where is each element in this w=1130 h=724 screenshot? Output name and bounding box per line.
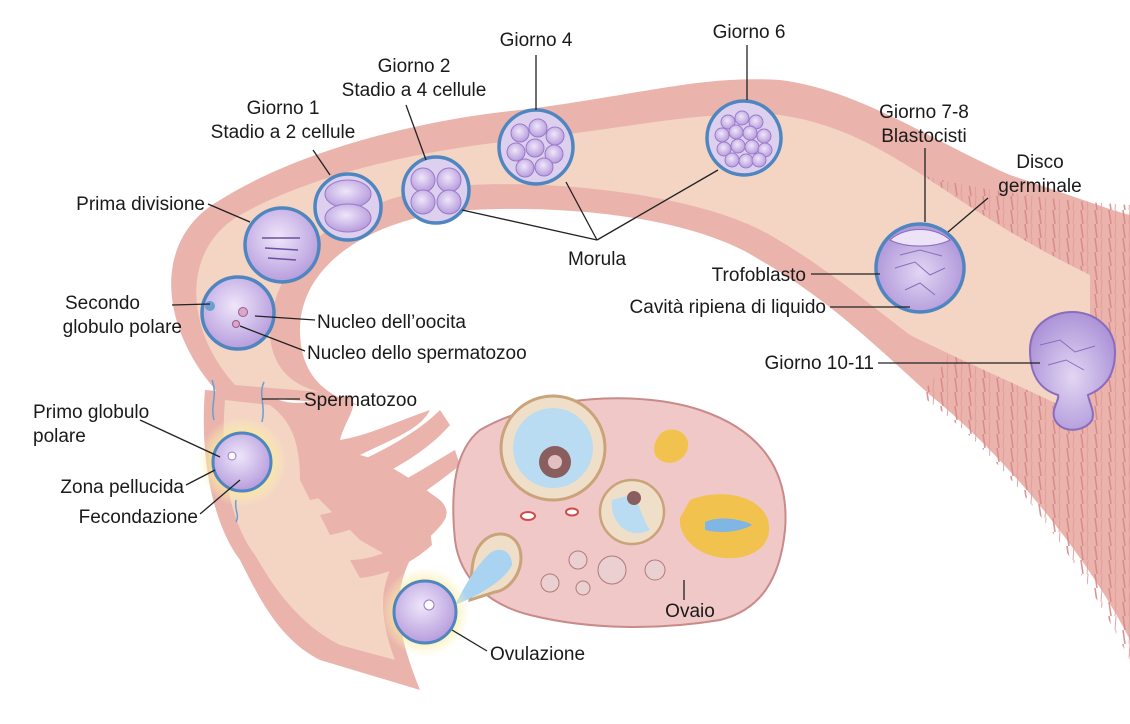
labels: Giorno 1 Stadio a 2 cellule Giorno 2 Sta… [33, 22, 1082, 665]
four-cell-b4 [436, 189, 462, 215]
label-fecondazione: Fecondazione [79, 507, 198, 528]
small-follicle-5 [575, 580, 591, 596]
label-disco1: Disco [1016, 152, 1064, 173]
label-stadio2: Stadio a 2 cellule [211, 122, 356, 143]
implanting-blastocyst [1028, 310, 1117, 431]
small-follicle-1 [540, 573, 560, 593]
leader-lines [139, 45, 1040, 652]
small-follicle-2 [568, 550, 588, 570]
label-cavita: Cavità ripiena di liquido [630, 297, 826, 318]
label-secondo1: Secondo [65, 293, 140, 314]
ovulated-oocyte [392, 579, 458, 645]
secondary-antrum [611, 495, 650, 534]
blastocyst [874, 222, 966, 314]
four-cell-zona [401, 155, 471, 225]
secondary-oocyte [627, 491, 641, 505]
pronucleus-sperm [232, 320, 240, 328]
label-disco2: germinale [998, 176, 1081, 197]
vessel-1 [520, 511, 536, 521]
sperm-tail-1 [211, 379, 216, 421]
label-nucleo-oocita: Nucleo dell’oocita [317, 312, 466, 333]
fertilized-nucleus [227, 451, 237, 461]
label-giorno1: Giorno 1 [247, 98, 320, 119]
inner-cell-mass [889, 229, 951, 247]
morula-day6-cells [714, 110, 773, 169]
corpus-albicans [654, 429, 689, 463]
sperm-tail-3 [234, 499, 239, 523]
first-division-cell [243, 206, 321, 284]
fertilized-oocyte [211, 431, 273, 493]
four-cell-b3 [410, 189, 436, 215]
fimbria-finger-1 [300, 410, 450, 500]
blastomere-2 [324, 203, 372, 233]
small-follicle-3 [597, 555, 627, 585]
second-polar-body [205, 301, 215, 311]
label-ovaio: Ovaio [665, 601, 715, 622]
corpus-luteum-core [705, 518, 752, 533]
label-prima-divisione: Prima divisione [76, 194, 205, 215]
zygote-pronuclei [200, 275, 276, 351]
sperm-tail-2 [260, 381, 265, 423]
fimbria-finger-2 [320, 450, 460, 535]
label-giorno6: Giorno 6 [713, 22, 786, 43]
spindle [262, 237, 300, 261]
implant-lines [1039, 339, 1096, 371]
pronucleus-oocyte [238, 307, 248, 317]
label-secondo2: globulo polare [63, 317, 182, 338]
blastocyst-cavity-lines [894, 249, 946, 296]
label-giorno2: Giorno 2 [378, 56, 451, 77]
label-zona: Zona pellucida [60, 477, 184, 498]
label-blastocisti: Blastocisti [881, 126, 967, 147]
small-follicle-4 [644, 559, 666, 581]
four-cell-b2 [436, 167, 462, 193]
ovulated-nucleus [423, 599, 435, 611]
label-morula: Morula [568, 249, 627, 270]
label-nucleo-sperm: Nucleo dello spermatozoo [307, 343, 527, 364]
label-giorno4: Giorno 4 [500, 30, 573, 51]
label-primo2: polare [33, 426, 86, 447]
label-giorno1011: Giorno 10-11 [765, 353, 875, 374]
four-cell-b1 [410, 167, 436, 193]
label-stadio4: Stadio a 4 cellule [342, 80, 487, 101]
follicle-oocyte-core [548, 455, 562, 469]
label-primo1: Primo globulo [33, 402, 149, 423]
morula-day4-cells [506, 118, 565, 178]
fimbria-finger-3 [350, 530, 432, 578]
ovulation-flow [455, 549, 512, 605]
vessel-2 [565, 507, 579, 517]
label-giorno78: Giorno 7-8 [879, 102, 969, 123]
label-ovulazione: Ovulazione [490, 644, 585, 665]
label-spermatozoo: Spermatozoo [304, 390, 417, 411]
label-trofoblasto: Trofoblasto [712, 265, 806, 286]
